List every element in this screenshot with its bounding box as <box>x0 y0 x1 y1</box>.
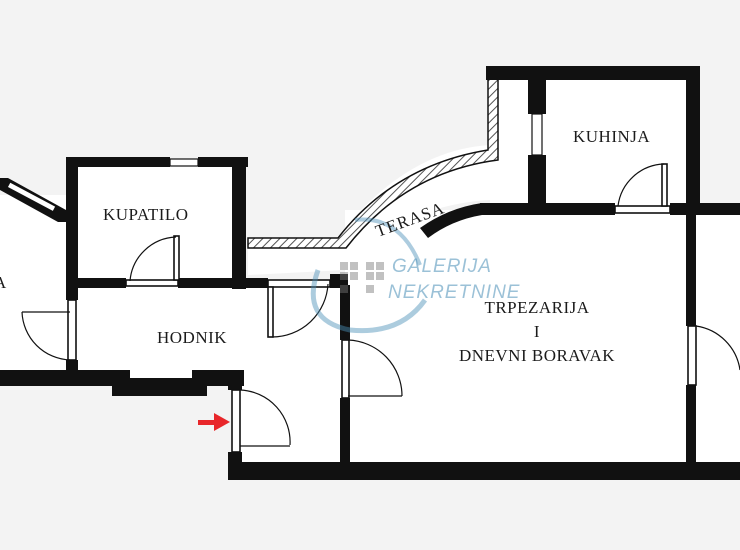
room-label-trpezarija: TRPEZARIJA <box>484 298 589 317</box>
watermark-line2: NEKRETNINE <box>388 282 520 303</box>
door-left-room <box>21 299 77 361</box>
house-logo-icon <box>310 217 428 334</box>
room-label-kupatilo: KUPATILO <box>103 205 189 224</box>
door-right-room <box>687 325 740 386</box>
windows <box>6 113 543 213</box>
door-kupatilo <box>125 235 180 287</box>
watermark-line1: GALERIJA <box>392 256 492 277</box>
room-label-hodnik: HODNIK <box>157 328 227 347</box>
room-label-conjunction: I <box>534 322 540 341</box>
room-label-dnevni-boravak: DNEVNI BORAVAK <box>459 346 615 365</box>
room-label-partial-left: A <box>0 273 7 292</box>
door-entrance <box>231 389 291 453</box>
door-living-room <box>341 339 403 399</box>
door-kuhinja <box>614 163 671 214</box>
red-arrow-icon <box>198 413 230 431</box>
room-label-kuhinja: KUHINJA <box>573 127 650 146</box>
watermark: GALERIJA NEKRETNINE <box>310 217 520 334</box>
door-hodnik-to-terasa <box>267 279 331 338</box>
